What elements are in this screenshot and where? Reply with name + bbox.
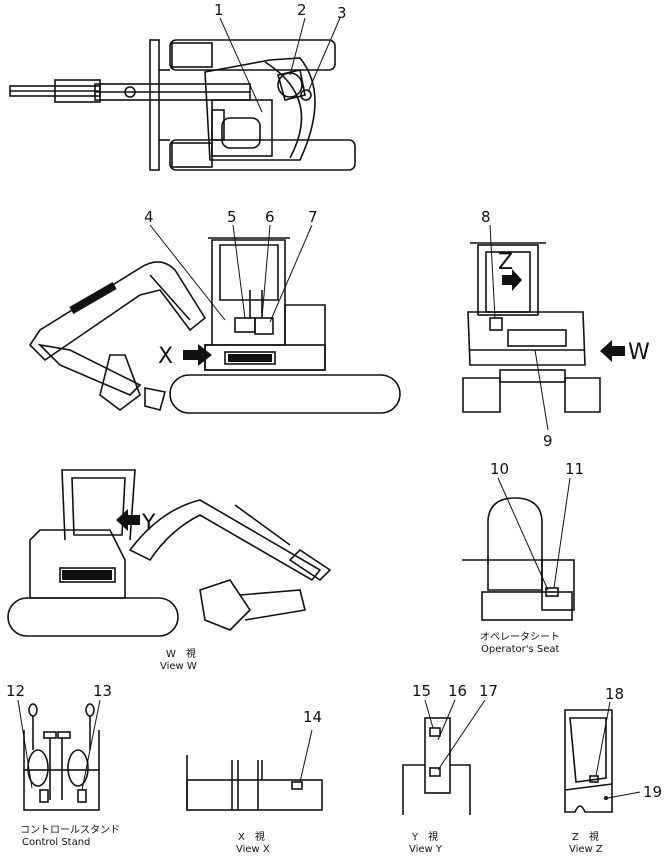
view-letter-x: X bbox=[158, 344, 173, 369]
view-letter-y: Y bbox=[141, 511, 156, 536]
callout-4: 4 bbox=[144, 208, 154, 226]
callout-2: 2 bbox=[297, 1, 307, 19]
caption-seat: Operator's Seat bbox=[481, 644, 560, 655]
callout-7: 7 bbox=[308, 208, 318, 226]
view-y bbox=[402, 699, 486, 815]
caption-view-z: View Z bbox=[569, 844, 603, 855]
callout-3: 3 bbox=[337, 4, 347, 22]
caption-view-w: View W bbox=[160, 661, 197, 672]
caption-stand: Control Stand bbox=[22, 837, 90, 848]
rear-view bbox=[462, 224, 625, 431]
control-stand bbox=[17, 699, 101, 811]
callout-8: 8 bbox=[481, 208, 491, 226]
callout-10: 10 bbox=[490, 460, 509, 478]
callout-1: 1 bbox=[214, 1, 224, 19]
side-view bbox=[28, 224, 401, 414]
top-view bbox=[9, 17, 356, 171]
callout-9: 9 bbox=[543, 432, 553, 450]
caption-seat-jp: オペレータシート bbox=[480, 631, 560, 643]
callout-12: 12 bbox=[6, 682, 25, 700]
callout-19: 19 bbox=[643, 783, 662, 801]
callout-5: 5 bbox=[227, 208, 237, 226]
callout-14: 14 bbox=[303, 708, 322, 726]
caption-view-y: View Y bbox=[409, 844, 443, 855]
callout-6: 6 bbox=[265, 208, 275, 226]
caption-view-y-jp: Y 視 bbox=[411, 830, 438, 843]
view-x bbox=[186, 729, 323, 811]
operator-seat bbox=[462, 477, 575, 621]
view-letter-z: Z bbox=[498, 250, 513, 275]
caption-view-x: View X bbox=[236, 844, 270, 855]
caption-view-z-jp: Z 視 bbox=[572, 830, 599, 843]
callout-16: 16 bbox=[448, 682, 467, 700]
view-letter-w: W bbox=[628, 340, 650, 365]
callout-11: 11 bbox=[565, 460, 584, 478]
callout-17: 17 bbox=[479, 682, 498, 700]
callout-15: 15 bbox=[412, 682, 431, 700]
caption-view-w-jp: W 視 bbox=[166, 647, 196, 660]
callout-18: 18 bbox=[605, 685, 624, 703]
callout-labels: 1 2 3 4 5 6 7 8 9 10 11 12 13 14 15 16 1… bbox=[6, 1, 662, 801]
view-z bbox=[564, 701, 641, 813]
view-w bbox=[7, 469, 332, 637]
view-letter-labels: X Y Z W bbox=[141, 250, 650, 536]
caption-view-x-jp: X 視 bbox=[238, 830, 265, 843]
captions: W 視 View W オペレータシート Operator's Seat コントロ… bbox=[20, 631, 603, 855]
caption-stand-jp: コントロールスタンド bbox=[20, 824, 120, 836]
callout-13: 13 bbox=[93, 682, 112, 700]
